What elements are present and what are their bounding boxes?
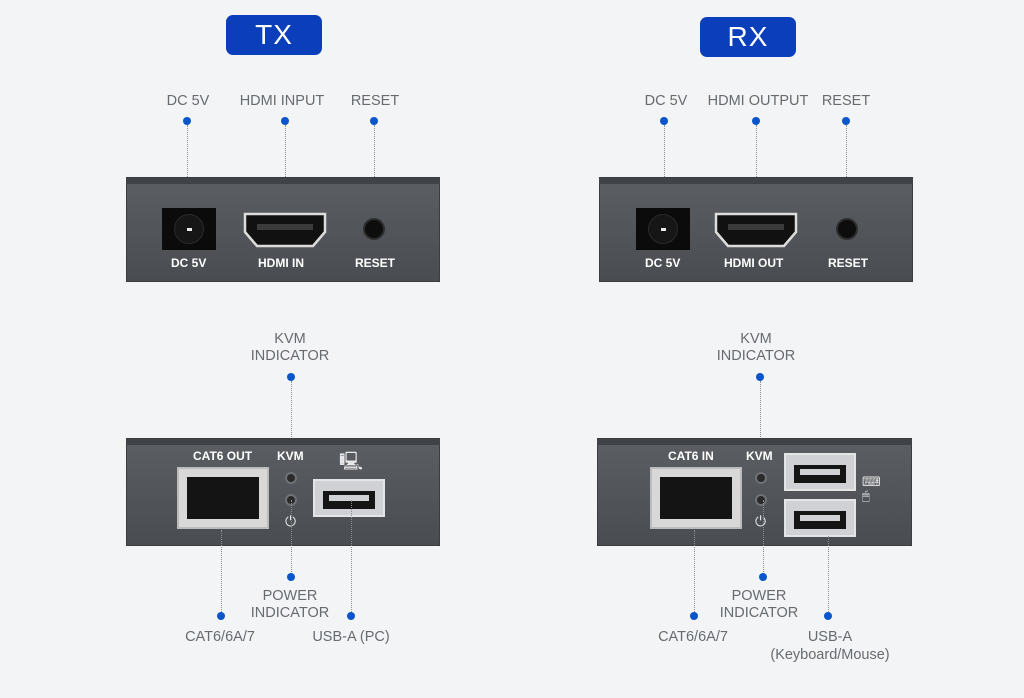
- tx-reset-callout-label: RESET: [350, 93, 400, 109]
- tx-cat6-callout-label: CAT6/6A/7: [185, 629, 255, 645]
- rx-badge: RX: [700, 17, 796, 57]
- rx-usb-callout-label-1: USB-A: [807, 629, 853, 645]
- rx-hdmi-leader: [756, 125, 757, 215]
- tx-dc-leader: [187, 125, 188, 215]
- tx-hdmi-callout-label: HDMI INPUT: [239, 93, 325, 109]
- rx-front-panel: DC 5V HDMI OUT RESET: [599, 177, 913, 282]
- tx-hdmi-callout-dot: [281, 117, 289, 125]
- rx-dc-leader: [664, 125, 665, 215]
- rx-reset-leader: [846, 125, 847, 215]
- tx-kvm-led: [285, 472, 297, 484]
- rx-panel-hdmi-label: HDMI OUT: [724, 256, 784, 270]
- tx-panel-hdmi-label: HDMI IN: [258, 256, 304, 270]
- tx-kvm-callout-dot: [287, 373, 295, 381]
- rx-rj45-port: [650, 467, 742, 529]
- rx-power-callout-dot: [759, 573, 767, 581]
- rx-panel-cat6-label: CAT6 IN: [668, 449, 714, 463]
- tx-cat6-leader: [221, 530, 222, 612]
- rx-kvm-leader: [760, 381, 761, 457]
- rx-kvm-callout-label-2: INDICATOR: [716, 348, 796, 364]
- rx-rear-panel: CAT6 IN KVM ⏻ ⌨🖱: [597, 438, 912, 546]
- keyboard-mouse-icon: ⌨🖱: [862, 474, 881, 503]
- rx-power-leader: [763, 500, 764, 574]
- tx-kvm-callout-label-1: KVM: [274, 331, 306, 347]
- rx-kvm-callout-label-1: KVM: [740, 331, 772, 347]
- rx-usb-a-port-top: [784, 453, 856, 491]
- rx-power-led: [755, 494, 767, 506]
- tx-kvm-leader: [291, 381, 292, 457]
- tx-dc-callout-label: DC 5V: [166, 93, 210, 109]
- pc-icon: 🖳: [339, 451, 364, 471]
- tx-usb-callout-dot: [347, 612, 355, 620]
- tx-dc-jack: [162, 208, 216, 250]
- rx-dc-jack: [636, 208, 690, 250]
- tx-usb-leader: [351, 500, 352, 612]
- rx-reset-callout-dot: [842, 117, 850, 125]
- rx-panel-dc-label: DC 5V: [645, 256, 681, 270]
- tx-reset-button[interactable]: [363, 218, 385, 240]
- rx-hdmi-callout-label: HDMI OUTPUT: [707, 93, 809, 109]
- rx-dc-callout-dot: [660, 117, 668, 125]
- tx-rj45-port: [177, 467, 269, 529]
- tx-panel-reset-label: RESET: [355, 256, 396, 270]
- tx-reset-callout-dot: [370, 117, 378, 125]
- rx-cat6-callout-label: CAT6/6A/7: [658, 629, 728, 645]
- tx-panel-kvm-label: KVM: [277, 449, 304, 463]
- tx-front-panel: DC 5V HDMI IN RESET: [126, 177, 440, 282]
- rx-cat6-leader: [694, 530, 695, 612]
- tx-rear-panel: CAT6 OUT KVM ⏻ 🖳: [126, 438, 440, 546]
- tx-badge: TX: [226, 15, 322, 55]
- rx-panel-kvm-label: KVM: [746, 449, 773, 463]
- rx-hdmi-port: [714, 212, 798, 248]
- rx-hdmi-callout-dot: [752, 117, 760, 125]
- rx-usb-callout-dot: [824, 612, 832, 620]
- rx-reset-button[interactable]: [836, 218, 858, 240]
- rx-cat6-callout-dot: [690, 612, 698, 620]
- tx-kvm-callout-label-2: INDICATOR: [250, 348, 330, 364]
- tx-reset-leader: [374, 125, 375, 215]
- power-icon: ⏻: [755, 513, 767, 529]
- rx-kvm-callout-dot: [756, 373, 764, 381]
- tx-hdmi-leader: [285, 125, 286, 215]
- rx-usb-a-port-bottom: [784, 499, 856, 537]
- tx-usb-callout-label: USB-A (PC): [312, 629, 390, 645]
- tx-power-callout-dot: [287, 573, 295, 581]
- rx-reset-callout-label: RESET: [821, 93, 871, 109]
- tx-hdmi-port: [243, 212, 327, 248]
- tx-cat6-callout-dot: [217, 612, 225, 620]
- rx-dc-callout-label: DC 5V: [644, 93, 688, 109]
- tx-panel-cat6-label: CAT6 OUT: [193, 449, 253, 463]
- rx-usb-callout-label-2: (Keyboard/Mouse): [770, 647, 890, 663]
- rx-power-callout-label-2: INDICATOR: [719, 605, 799, 621]
- tx-power-callout-label-2: INDICATOR: [250, 605, 330, 621]
- rx-power-callout-label-1: POWER: [731, 588, 787, 604]
- rx-usb-leader: [828, 536, 829, 612]
- power-icon: ⏻: [285, 513, 297, 529]
- tx-power-leader: [291, 500, 292, 574]
- tx-usb-a-port: [313, 479, 385, 517]
- tx-power-callout-label-1: POWER: [262, 588, 318, 604]
- rx-kvm-led: [755, 472, 767, 484]
- tx-dc-callout-dot: [183, 117, 191, 125]
- tx-panel-dc-label: DC 5V: [171, 256, 207, 270]
- rx-panel-reset-label: RESET: [828, 256, 869, 270]
